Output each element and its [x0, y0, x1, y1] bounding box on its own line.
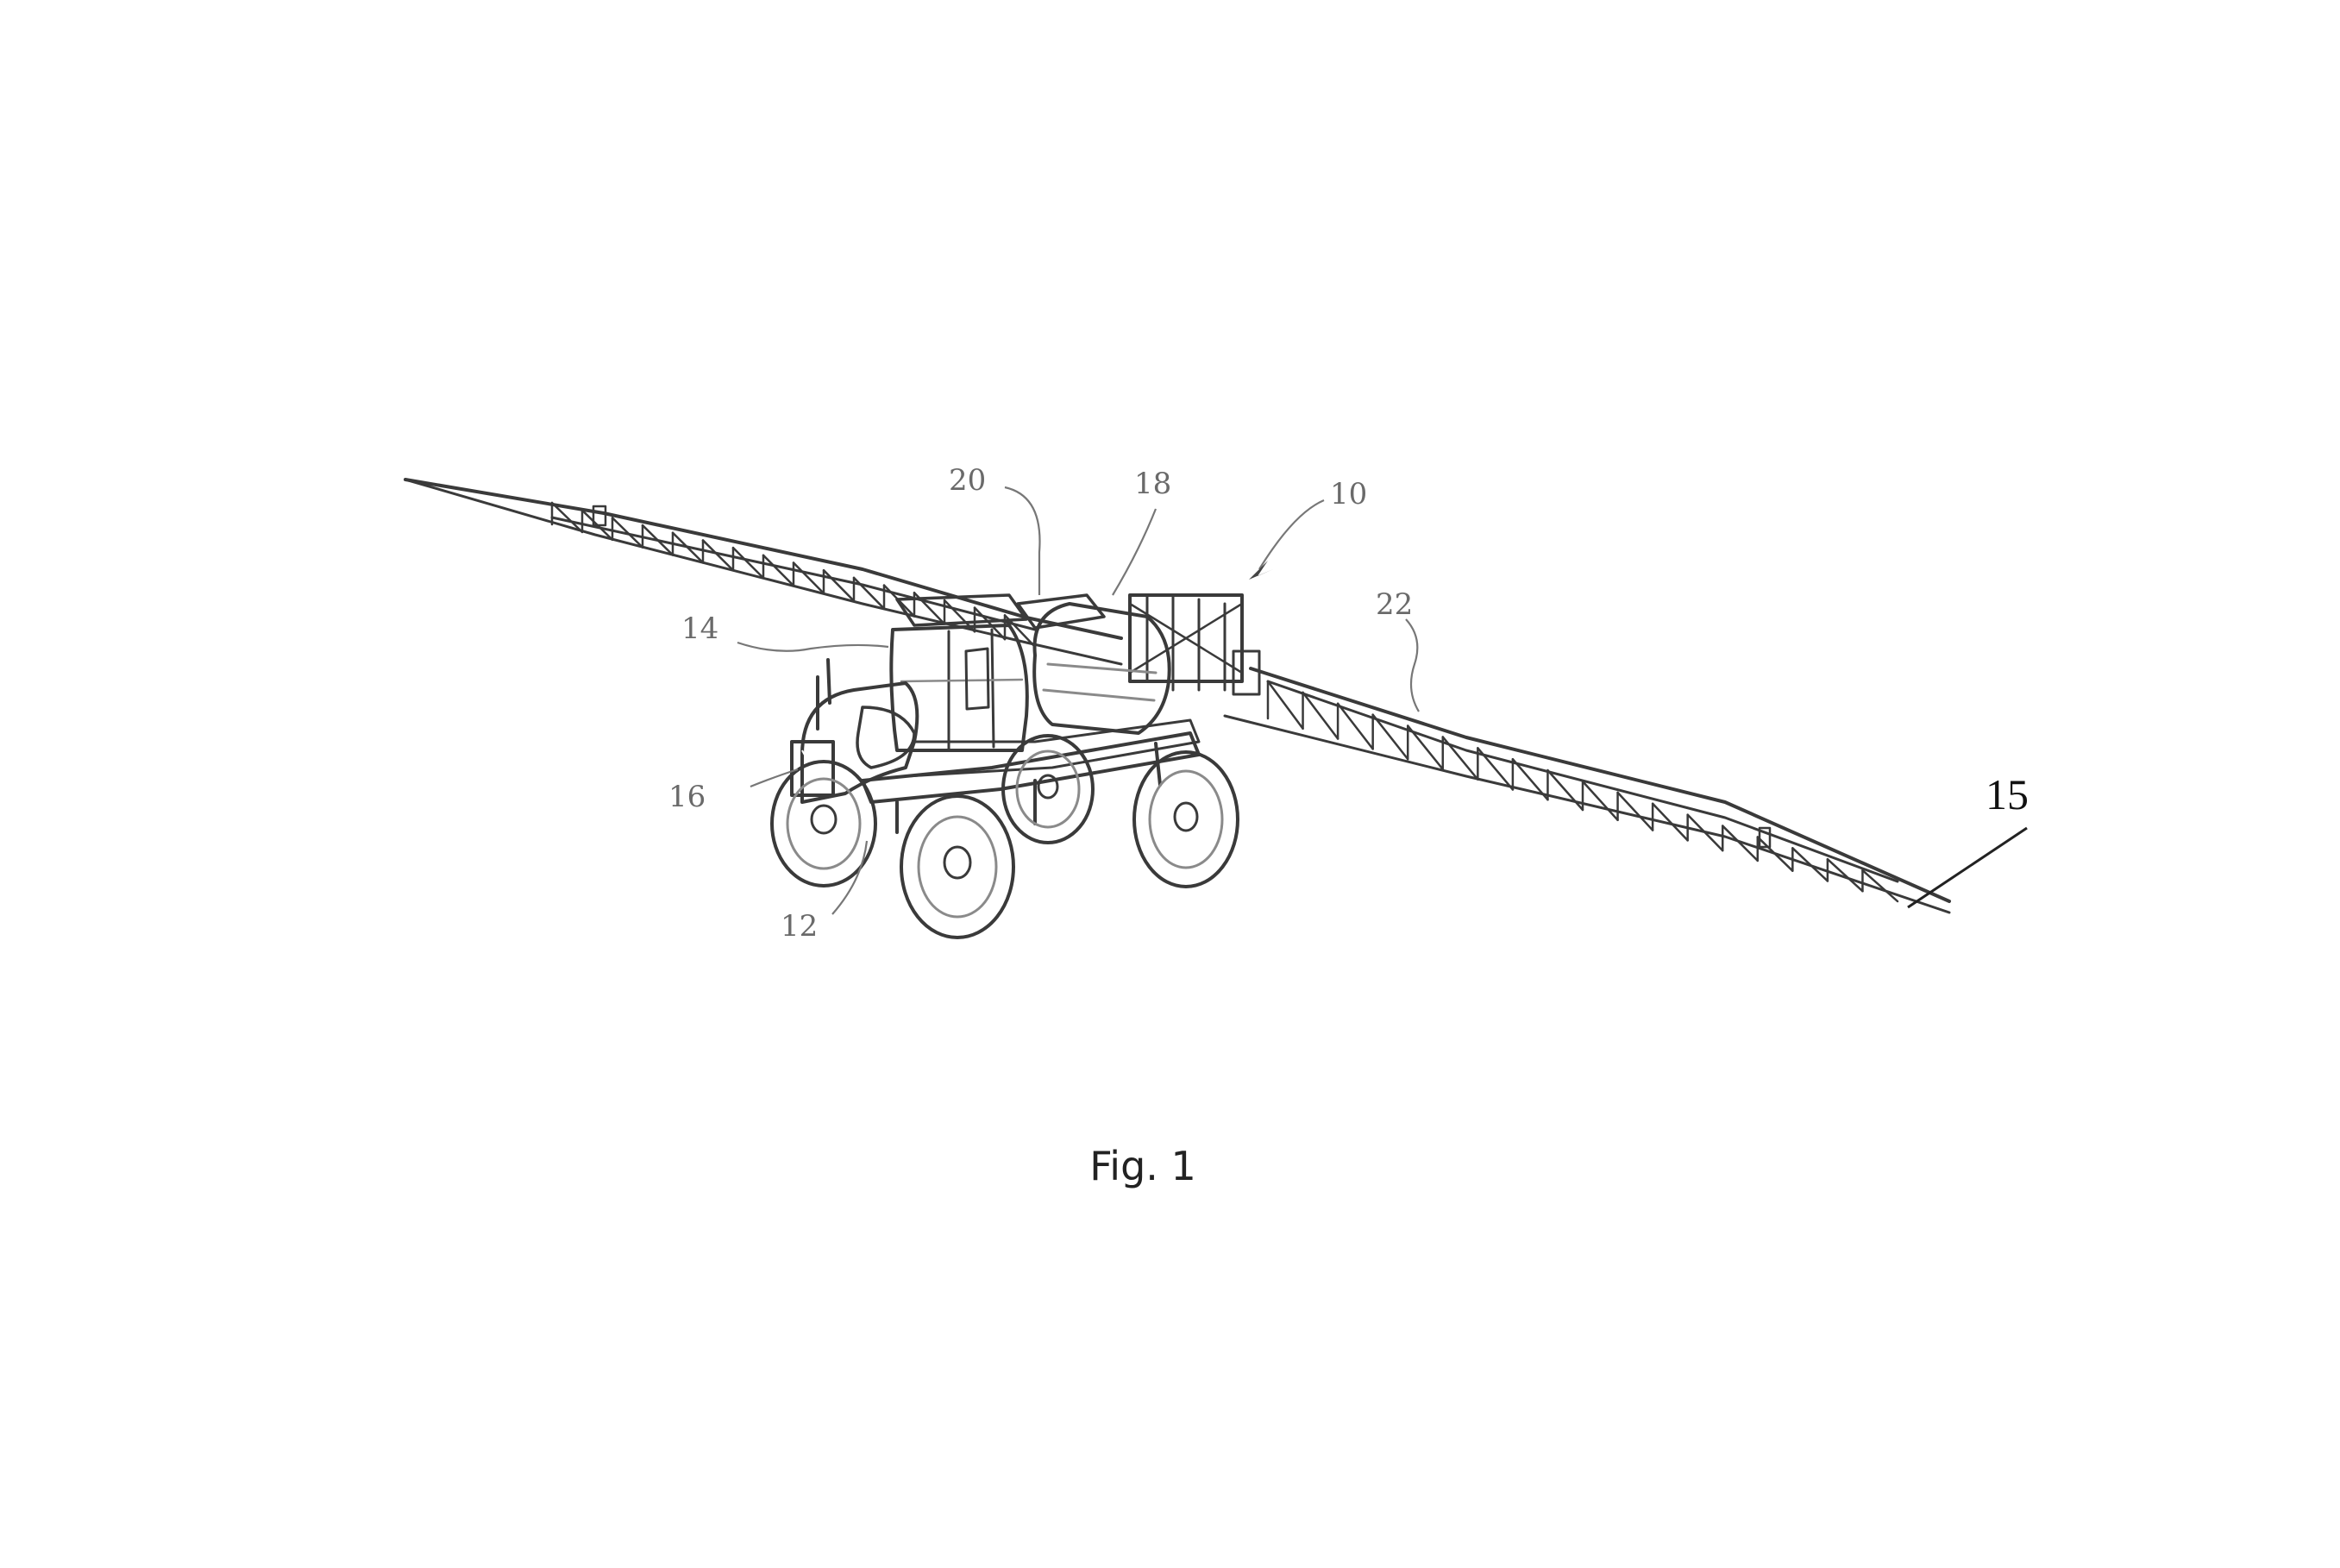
ref-12: 12: [781, 909, 818, 944]
ref-18: 18: [1134, 467, 1171, 501]
right-boom: [1223, 667, 1951, 914]
boom-mount: [1128, 593, 1261, 696]
tank: [895, 593, 1171, 735]
ref-22: 22: [1376, 587, 1413, 622]
ref-15: 15: [1986, 770, 2029, 818]
wheel-front-left: [770, 760, 877, 887]
wheel-rear-left: [1001, 734, 1095, 844]
ref-20: 20: [949, 463, 986, 498]
ref-14: 14: [681, 612, 718, 646]
cab: [889, 624, 1029, 752]
wheel-rear-right: [1132, 750, 1239, 888]
ref-10: 10: [1330, 477, 1367, 511]
wheels: [770, 734, 1239, 939]
figure-caption: Fig. 1: [1089, 1143, 1196, 1189]
wheel-front-right: [900, 794, 1015, 939]
reference-numerals: 20 18 10 14 22 16 12 15: [668, 463, 2029, 944]
ref-16: 16: [668, 780, 706, 814]
leader-lines: [737, 486, 2028, 915]
